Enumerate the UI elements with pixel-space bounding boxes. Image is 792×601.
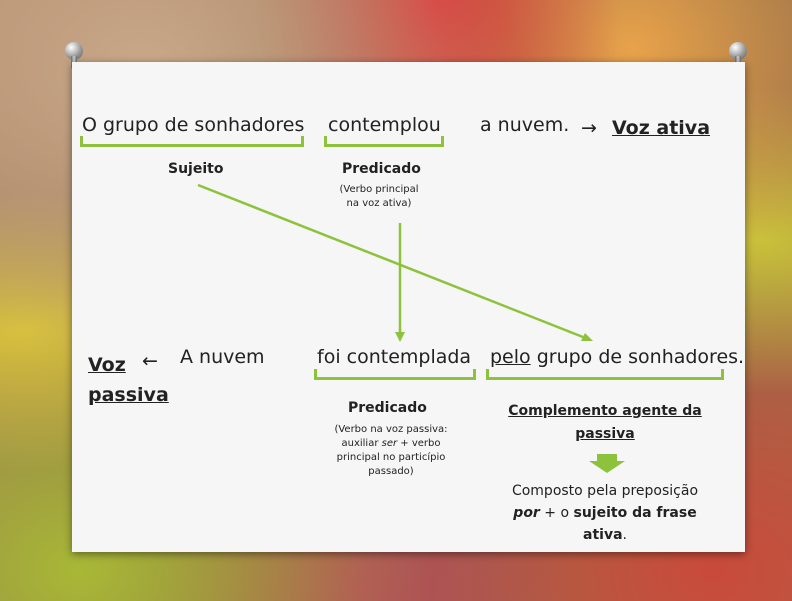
predicate-label-passive: Predicado — [348, 400, 427, 416]
subject-label: Sujeito — [168, 161, 224, 177]
subject-bracket — [80, 136, 304, 147]
verb-bracket — [324, 136, 444, 147]
passive-subject: A nuvem — [180, 346, 265, 368]
active-subject: O grupo de sonhadores — [82, 114, 305, 136]
predicate-note-active: (Verbo principal na voz ativa) — [339, 184, 419, 209]
passive-voice-label-line2: passiva — [88, 384, 169, 406]
agent-description: Composto pela preposição por + o sujeito… — [511, 483, 699, 543]
agent-preposition: pelo — [490, 346, 531, 368]
verb-to-passive-verb-arrowhead — [395, 332, 405, 342]
right-arrow-icon: → — [581, 117, 597, 139]
predicate-label-active: Predicado — [342, 161, 421, 177]
active-verb: contemplou — [328, 114, 441, 136]
subject-to-agent-arrow — [197, 183, 589, 341]
down-arrow-icon — [589, 454, 625, 473]
active-voice-label: Voz ativa — [612, 117, 711, 139]
active-object: a nuvem. — [480, 114, 570, 136]
agent-bracket — [486, 369, 724, 380]
agent-title: Complemento agente da passiva — [508, 403, 702, 442]
agent-rest: grupo de sonhadores. — [530, 346, 745, 368]
connector-arrows — [197, 183, 593, 342]
whiteboard: O grupo de sonhadores contemplou a nuvem… — [72, 62, 745, 552]
passive-agent: pelo grupo de sonhadores. — [490, 346, 744, 368]
passive-verb: foi contemplada — [317, 346, 472, 368]
subject-to-agent-arrowhead — [581, 333, 593, 341]
passive-verb-bracket — [314, 369, 476, 380]
predicate-note-passive: (Verbo na voz passiva: auxiliar ser + ve… — [334, 424, 448, 477]
passive-voice-label-line1: Voz — [88, 354, 126, 376]
left-arrow-icon: ← — [142, 350, 158, 372]
